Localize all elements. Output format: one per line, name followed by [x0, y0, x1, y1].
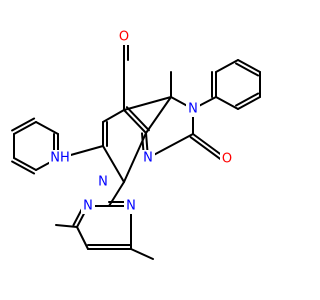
bond-lines: [11, 36, 261, 260]
atom-n5-label: N: [126, 199, 136, 214]
bond: [147, 133, 194, 159]
atom-o2-label: O: [222, 152, 232, 167]
bond: [102, 145, 125, 183]
atom-o1: O: [117, 29, 131, 45]
bond: [13, 121, 37, 135]
bond: [130, 248, 154, 260]
bond: [11, 160, 36, 175]
bond: [215, 59, 239, 73]
bond: [125, 106, 150, 132]
bond: [11, 117, 36, 132]
bond: [35, 121, 59, 135]
bond: [189, 136, 226, 164]
bond: [215, 96, 239, 110]
bond: [237, 96, 261, 110]
atom-o1-label: O: [119, 30, 129, 45]
bond: [235, 62, 260, 77]
bond: [123, 109, 147, 134]
bond: [76, 226, 89, 250]
atom-o2: O: [220, 151, 234, 167]
atom-n2-label: N: [143, 151, 153, 166]
bond: [55, 224, 78, 228]
atom-nh-label: NH: [50, 151, 70, 166]
bond: [235, 92, 260, 107]
atom-n1-label: N: [98, 175, 108, 190]
atom-nh: NH: [49, 150, 71, 166]
atom-n2: N: [141, 150, 155, 166]
atom-n3: N: [186, 101, 200, 117]
atom-n1: N: [96, 174, 110, 190]
bond: [123, 96, 172, 111]
molecule-structure-diagram: N N N N N NH O O: [11, 29, 261, 260]
atom-n4: N: [81, 198, 95, 214]
bond: [237, 59, 261, 73]
atom-n5: N: [124, 198, 138, 214]
bond: [102, 109, 125, 123]
bond: [145, 96, 172, 134]
atom-n4-label: N: [83, 199, 93, 214]
bond: [13, 157, 37, 171]
atom-labels: N N N N N NH O O: [49, 29, 234, 214]
atom-n3-label: N: [188, 102, 198, 117]
